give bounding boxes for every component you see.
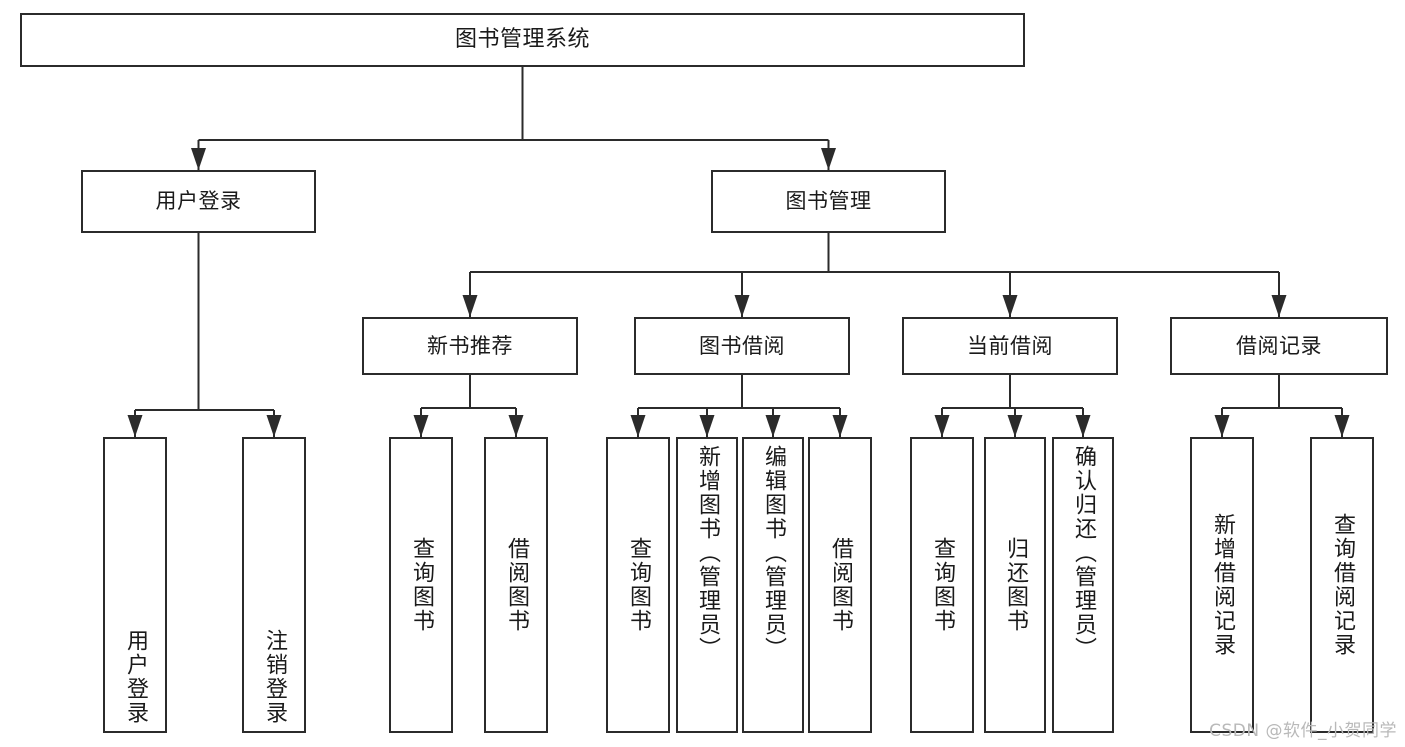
node-root[interactable]: 图书管理系统 xyxy=(20,13,1025,67)
node-label: 图书管理系统 xyxy=(454,27,590,53)
edge-arrowhead xyxy=(821,148,836,170)
edge-arrowhead xyxy=(413,415,429,437)
node-label: 用户登录 xyxy=(155,189,242,214)
edge-arrowhead xyxy=(1007,415,1023,437)
node-current[interactable]: 当前借阅 xyxy=(902,317,1118,375)
node-label: 当前借阅 xyxy=(967,333,1053,358)
node-label: 查询借阅记录 xyxy=(1330,513,1355,657)
node-label: 查询图书 xyxy=(626,537,651,633)
node-label: 归还图书 xyxy=(1003,537,1028,633)
node-leaf1[interactable]: 用户登录 xyxy=(103,437,167,733)
edge-arrowhead xyxy=(1214,415,1230,437)
edge-arrowhead xyxy=(266,415,282,437)
edge-arrowhead xyxy=(127,415,143,437)
edge-arrowhead xyxy=(832,415,848,437)
node-leaf5[interactable]: 查询图书 xyxy=(606,437,670,733)
node-leaf7[interactable]: 编辑图书（管理员） xyxy=(742,437,804,733)
edge-arrowhead xyxy=(508,415,524,437)
node-label: 新增借阅记录 xyxy=(1210,513,1235,657)
node-leaf6[interactable]: 新增图书（管理员） xyxy=(676,437,738,733)
node-leaf9[interactable]: 查询图书 xyxy=(910,437,974,733)
edge-arrowhead xyxy=(1334,415,1350,437)
node-label: 确认归还（管理员） xyxy=(1071,445,1096,661)
edge-arrowhead xyxy=(765,415,781,437)
node-label: 编辑图书（管理员） xyxy=(761,445,786,661)
node-label: 图书管理 xyxy=(785,189,872,214)
node-label: 新增图书（管理员） xyxy=(695,445,720,661)
node-newbook[interactable]: 新书推荐 xyxy=(362,317,578,375)
edge-arrowhead xyxy=(630,415,646,437)
node-leaf3[interactable]: 查询图书 xyxy=(389,437,453,733)
node-leaf13[interactable]: 查询借阅记录 xyxy=(1310,437,1374,733)
edge-arrowhead xyxy=(191,148,206,170)
node-bookmgmt[interactable]: 图书管理 xyxy=(711,170,946,233)
node-label: 借阅图书 xyxy=(504,537,529,633)
node-label: 查询图书 xyxy=(930,537,955,633)
edge-arrowhead xyxy=(734,295,750,317)
node-leaf8[interactable]: 借阅图书 xyxy=(808,437,872,733)
node-record[interactable]: 借阅记录 xyxy=(1170,317,1388,375)
node-label: 注销登录 xyxy=(262,629,287,725)
node-leaf11[interactable]: 确认归还（管理员） xyxy=(1052,437,1114,733)
node-label: 借阅记录 xyxy=(1236,333,1322,358)
node-login[interactable]: 用户登录 xyxy=(81,170,316,233)
edge-arrowhead xyxy=(1075,415,1091,437)
node-label: 用户登录 xyxy=(123,629,148,725)
node-label: 新书推荐 xyxy=(427,333,513,358)
edge-arrowhead xyxy=(1271,295,1287,317)
edge-arrowhead xyxy=(462,295,478,317)
node-leaf4[interactable]: 借阅图书 xyxy=(484,437,548,733)
node-label: 图书借阅 xyxy=(699,333,785,358)
node-label: 借阅图书 xyxy=(828,537,853,633)
csdn-watermark: CSDN @软件_小贺同学 xyxy=(1209,721,1397,741)
edge-arrowhead xyxy=(699,415,715,437)
node-label: 查询图书 xyxy=(409,537,434,633)
edge-arrowhead xyxy=(934,415,950,437)
edge-arrowhead xyxy=(1002,295,1018,317)
node-leaf12[interactable]: 新增借阅记录 xyxy=(1190,437,1254,733)
node-leaf2[interactable]: 注销登录 xyxy=(242,437,306,733)
node-borrow[interactable]: 图书借阅 xyxy=(634,317,850,375)
node-leaf10[interactable]: 归还图书 xyxy=(984,437,1046,733)
